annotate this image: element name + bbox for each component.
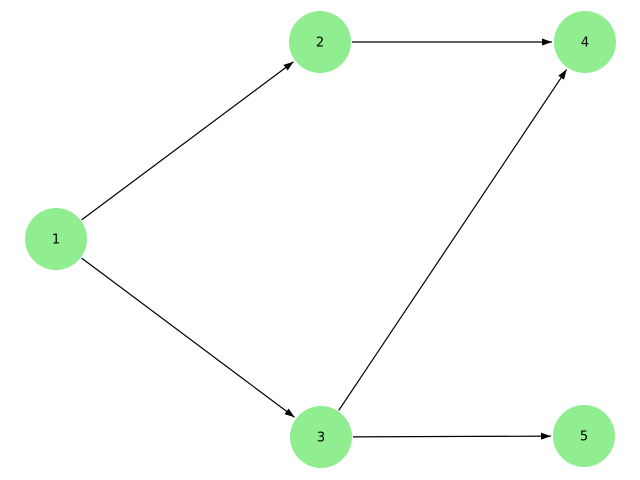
node-circle xyxy=(554,11,616,73)
graph-edge-1-2 xyxy=(81,61,294,221)
graph-node-4: 4 xyxy=(554,11,616,73)
graph-node-1: 1 xyxy=(25,208,87,270)
node-label: 3 xyxy=(317,431,325,446)
node-label: 5 xyxy=(580,430,588,445)
node-label: 1 xyxy=(52,233,60,248)
node-circle xyxy=(289,11,351,73)
node-label: 2 xyxy=(316,36,324,51)
graph-edge-1-3 xyxy=(81,257,295,418)
node-circle xyxy=(290,406,352,468)
graph-node-5: 5 xyxy=(553,405,615,467)
node-circle xyxy=(25,208,87,270)
node-circle xyxy=(553,405,615,467)
graph-edge-3-5 xyxy=(352,432,552,440)
graph-node-2: 2 xyxy=(289,11,351,73)
graph-node-3: 3 xyxy=(290,406,352,468)
node-label: 4 xyxy=(581,36,589,51)
graph-edge-3-4 xyxy=(338,69,568,411)
